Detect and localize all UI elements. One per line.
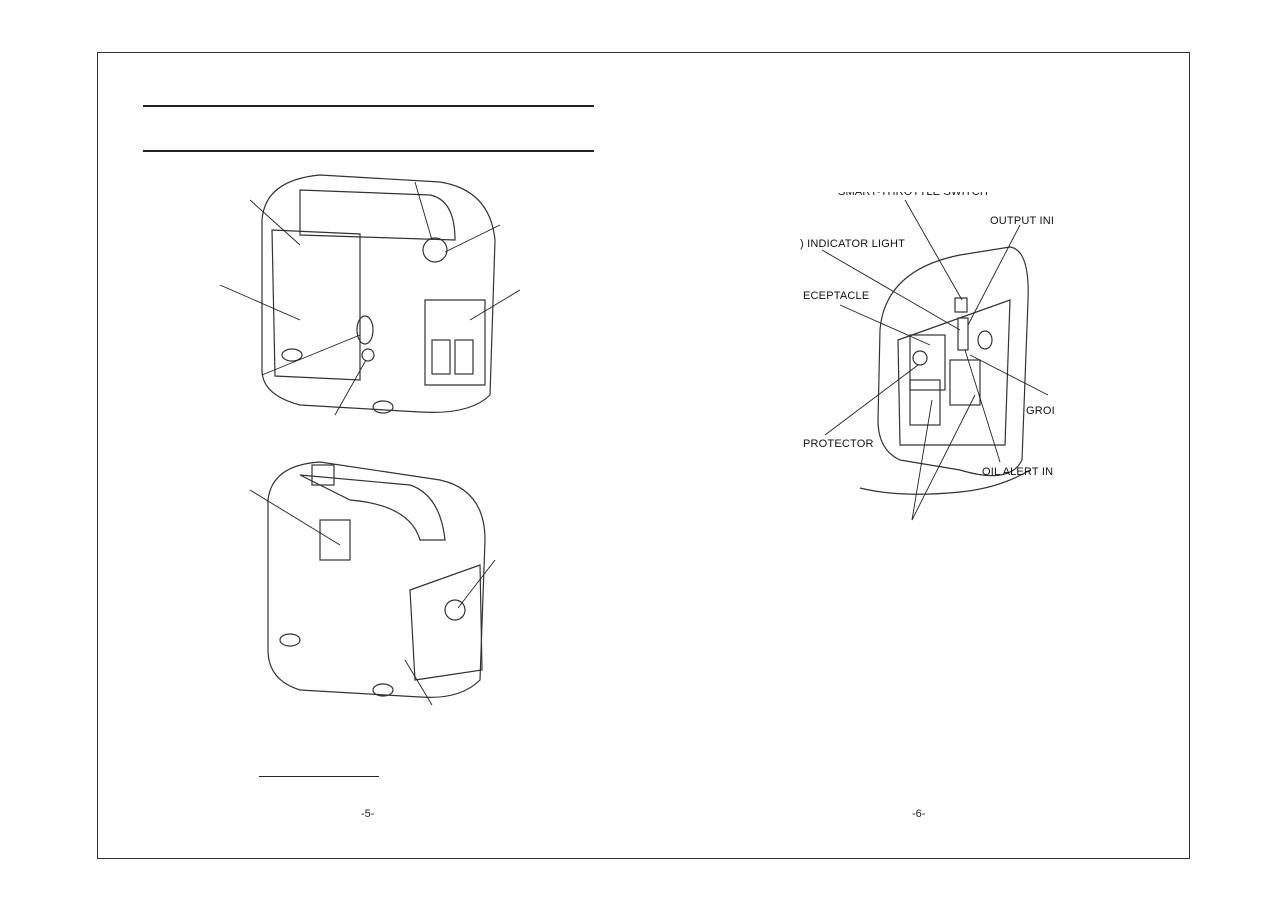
header-rule-bottom — [143, 150, 594, 152]
callout-protector: PROTECTOR — [803, 438, 874, 450]
generator-front-drawing — [219, 174, 521, 416]
callout-receptacle: ECEPTACLE — [803, 290, 870, 302]
footnote-rule — [259, 776, 379, 777]
generator-rear-drawing — [249, 461, 496, 706]
page-frame — [97, 52, 1190, 859]
callout-indicator-light: ) INDICATOR LIGHT — [800, 238, 906, 250]
callout-oil-alert: OIL ALERT IN — [982, 466, 1054, 478]
header-rule-top — [143, 105, 594, 107]
callout-ground: GROI — [1026, 405, 1055, 417]
callout-output-indicator: OUTPUT INI — [990, 215, 1053, 227]
callout-smart-throttle-switch: SMART-THROTTLE SWITCH — [838, 186, 989, 198]
page-number-left: -5- — [361, 808, 375, 820]
page-number-right: -6- — [912, 808, 926, 820]
control-panel-drawing — [821, 199, 1049, 521]
